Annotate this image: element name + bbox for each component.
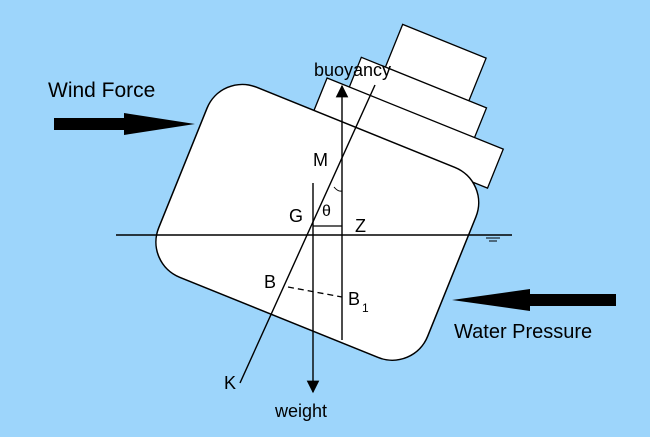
righting-point-z-label: Z bbox=[355, 216, 366, 236]
shifted-centre-of-buoyancy-label: B bbox=[348, 289, 360, 309]
wind-force-arrow bbox=[54, 113, 195, 135]
centre-of-buoyancy-label: B bbox=[264, 272, 276, 292]
buoyancy-shift-line bbox=[287, 286, 343, 298]
buoyancy-label: buoyancy bbox=[314, 60, 391, 80]
keel-label: K bbox=[224, 373, 236, 393]
water-surface-icon bbox=[486, 237, 500, 242]
water-pressure-arrow bbox=[452, 289, 616, 311]
ship bbox=[155, 23, 505, 361]
ship-centreline bbox=[239, 84, 376, 384]
heel-angle-label: θ bbox=[322, 203, 331, 220]
shifted-centre-subscript: 1 bbox=[362, 301, 369, 315]
wind-force-label: Wind Force bbox=[48, 79, 155, 102]
metacentre-label: M bbox=[313, 150, 328, 170]
water-pressure-label: Water Pressure bbox=[454, 321, 592, 343]
heel-angle-arc bbox=[333, 186, 343, 192]
weight-label: weight bbox=[274, 401, 327, 421]
centre-of-gravity-label: G bbox=[289, 206, 303, 226]
